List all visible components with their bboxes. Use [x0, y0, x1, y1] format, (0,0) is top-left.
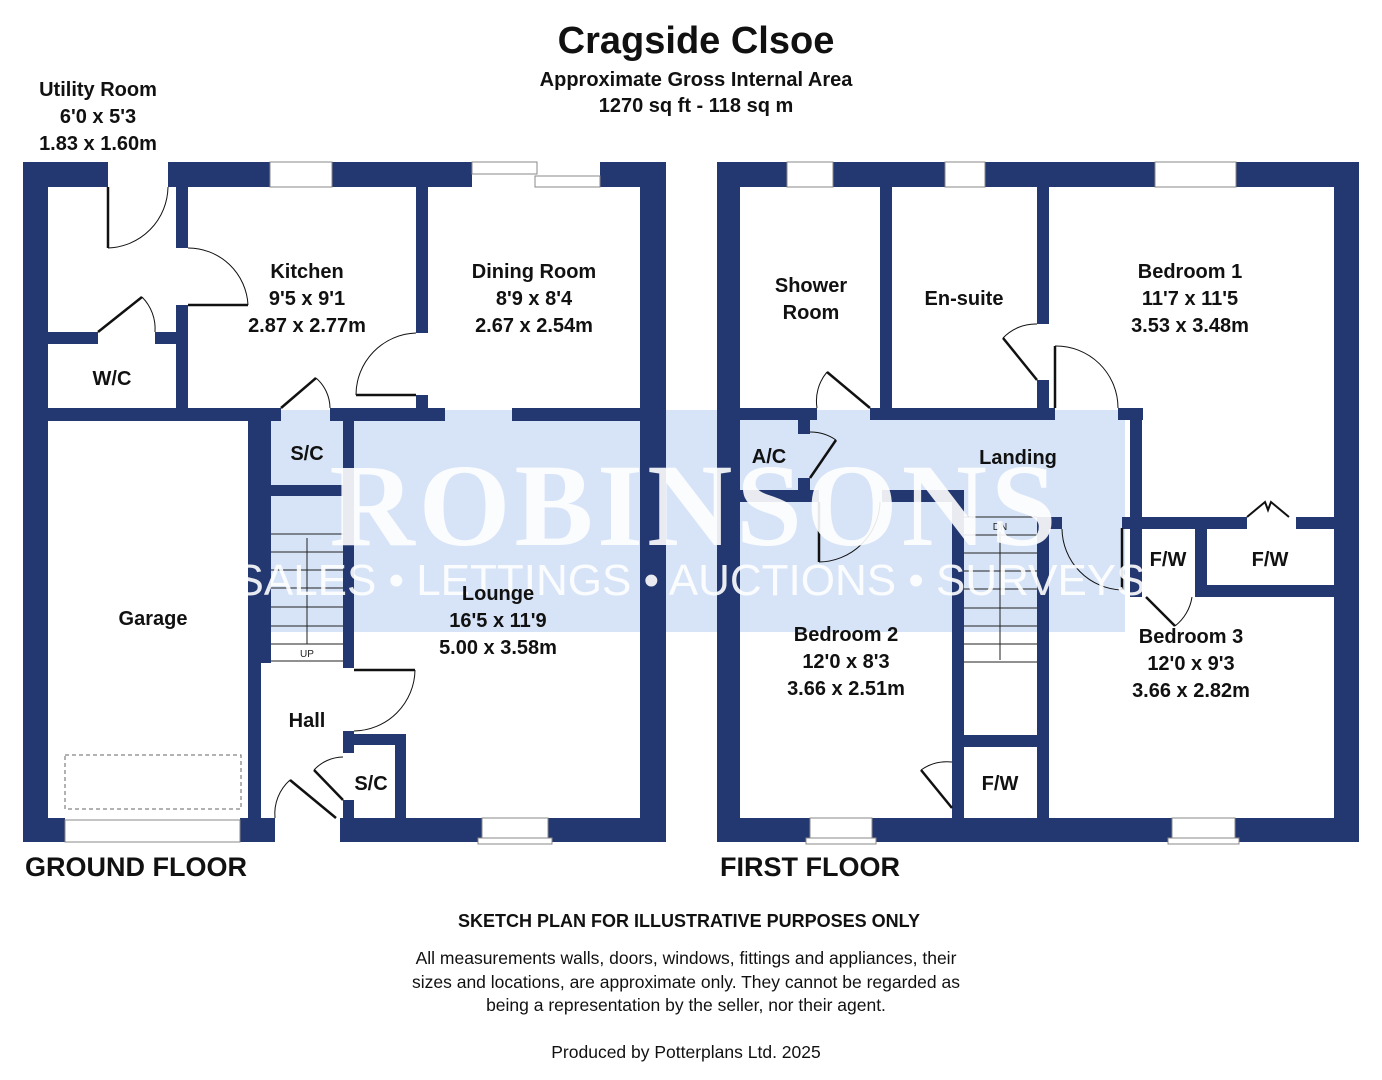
room-shower: Shower Room — [775, 275, 847, 324]
room-name: Bedroom 2 — [794, 624, 898, 646]
footer-credit: Produced by Potterplans Ltd. 2025 — [551, 1042, 821, 1062]
ground-floor-label: GROUND FLOOR — [25, 852, 247, 882]
room-sc-lower: S/C — [354, 773, 387, 795]
room-imperial: 12'0 x 9'3 — [1147, 653, 1234, 675]
stairs-up-label: UP — [300, 649, 314, 660]
room-sc-upper: S/C — [290, 443, 323, 465]
room-dining: Dining Room 8'9 x 8'4 2.67 x 2.54m — [472, 261, 596, 337]
room-metric: 3.66 x 2.82m — [1132, 680, 1250, 702]
watermark-tagline: SALES • LETTINGS • AUCTIONS • SURVEYS — [235, 556, 1146, 605]
room-metric: 2.87 x 2.77m — [248, 315, 366, 337]
stairs-down-label: DN — [993, 522, 1007, 533]
room-utility: Utility Room 6'0 x 5'3 1.83 x 1.60m — [39, 79, 157, 155]
room-metric: 1.83 x 1.60m — [39, 133, 157, 155]
room-bedroom1: Bedroom 1 11'7 x 11'5 3.53 x 3.48m — [1131, 261, 1249, 337]
plan-subtitle: Approximate Gross Internal Area — [540, 69, 854, 91]
room-imperial: 9'5 x 9'1 — [269, 288, 345, 310]
plan-area: 1270 sq ft - 118 sq m — [599, 95, 794, 117]
room-fw-wide: F/W — [1252, 549, 1289, 571]
disclaimer-line-3: being a representation by the seller, no… — [486, 995, 886, 1015]
garage-door-outline — [64, 754, 242, 810]
room-landing: Landing — [979, 447, 1057, 469]
room-ac: A/C — [752, 446, 786, 468]
room-fw-small: F/W — [1150, 549, 1187, 571]
room-imperial: 8'9 x 8'4 — [496, 288, 573, 310]
room-name-line2: Room — [783, 302, 840, 324]
room-bedroom3: Bedroom 3 12'0 x 9'3 3.66 x 2.82m — [1132, 626, 1250, 702]
first-floor-label: FIRST FLOOR — [720, 852, 900, 882]
room-metric: 3.53 x 3.48m — [1131, 315, 1249, 337]
room-name: Bedroom 3 — [1139, 626, 1243, 648]
room-imperial: 6'0 x 5'3 — [60, 106, 136, 128]
room-name-line1: Shower — [775, 275, 847, 297]
room-wc: W/C — [93, 368, 132, 390]
disclaimer-line-2: sizes and locations, are approximate onl… — [412, 972, 960, 992]
room-kitchen: Kitchen 9'5 x 9'1 2.87 x 2.77m — [248, 261, 366, 337]
room-name: Lounge — [462, 583, 534, 605]
room-imperial: 12'0 x 8'3 — [802, 651, 889, 673]
room-hall: Hall — [289, 710, 326, 732]
room-name: Bedroom 1 — [1138, 261, 1242, 283]
room-fw-bottom: F/W — [982, 773, 1019, 795]
room-lounge: Lounge 16'5 x 11'9 5.00 x 3.58m — [439, 583, 557, 659]
room-name: Kitchen — [270, 261, 343, 283]
room-imperial: 11'7 x 11'5 — [1142, 288, 1238, 310]
watermark-band — [265, 410, 1125, 632]
disclaimer-line-1: All measurements walls, doors, windows, … — [416, 948, 957, 968]
room-metric: 5.00 x 3.58m — [439, 637, 557, 659]
first-floor-windows — [786, 161, 1240, 845]
room-metric: 3.66 x 2.51m — [787, 678, 905, 700]
room-ensuite: En-suite — [925, 288, 1004, 310]
room-garage: Garage — [119, 608, 188, 630]
ground-floor-doors — [97, 186, 417, 819]
first-floor-stairs — [964, 516, 1037, 663]
ground-floor-walls — [23, 162, 666, 842]
footer-notice: SKETCH PLAN FOR ILLUSTRATIVE PURPOSES ON… — [458, 911, 920, 931]
room-bedroom2: Bedroom 2 12'0 x 8'3 3.66 x 2.51m — [787, 624, 905, 700]
first-floor-doors — [808, 323, 1290, 809]
first-floor-walls — [717, 162, 1359, 842]
room-name: Utility Room — [39, 79, 157, 101]
ground-floor-windows — [64, 161, 601, 845]
plan-title: Cragside Clsoe — [558, 20, 835, 62]
room-imperial: 16'5 x 11'9 — [449, 610, 546, 632]
watermark-brand: ROBINSONS — [329, 440, 1060, 571]
room-metric: 2.67 x 2.54m — [475, 315, 593, 337]
room-name: Dining Room — [472, 261, 596, 283]
ground-floor-stairs — [271, 533, 343, 662]
